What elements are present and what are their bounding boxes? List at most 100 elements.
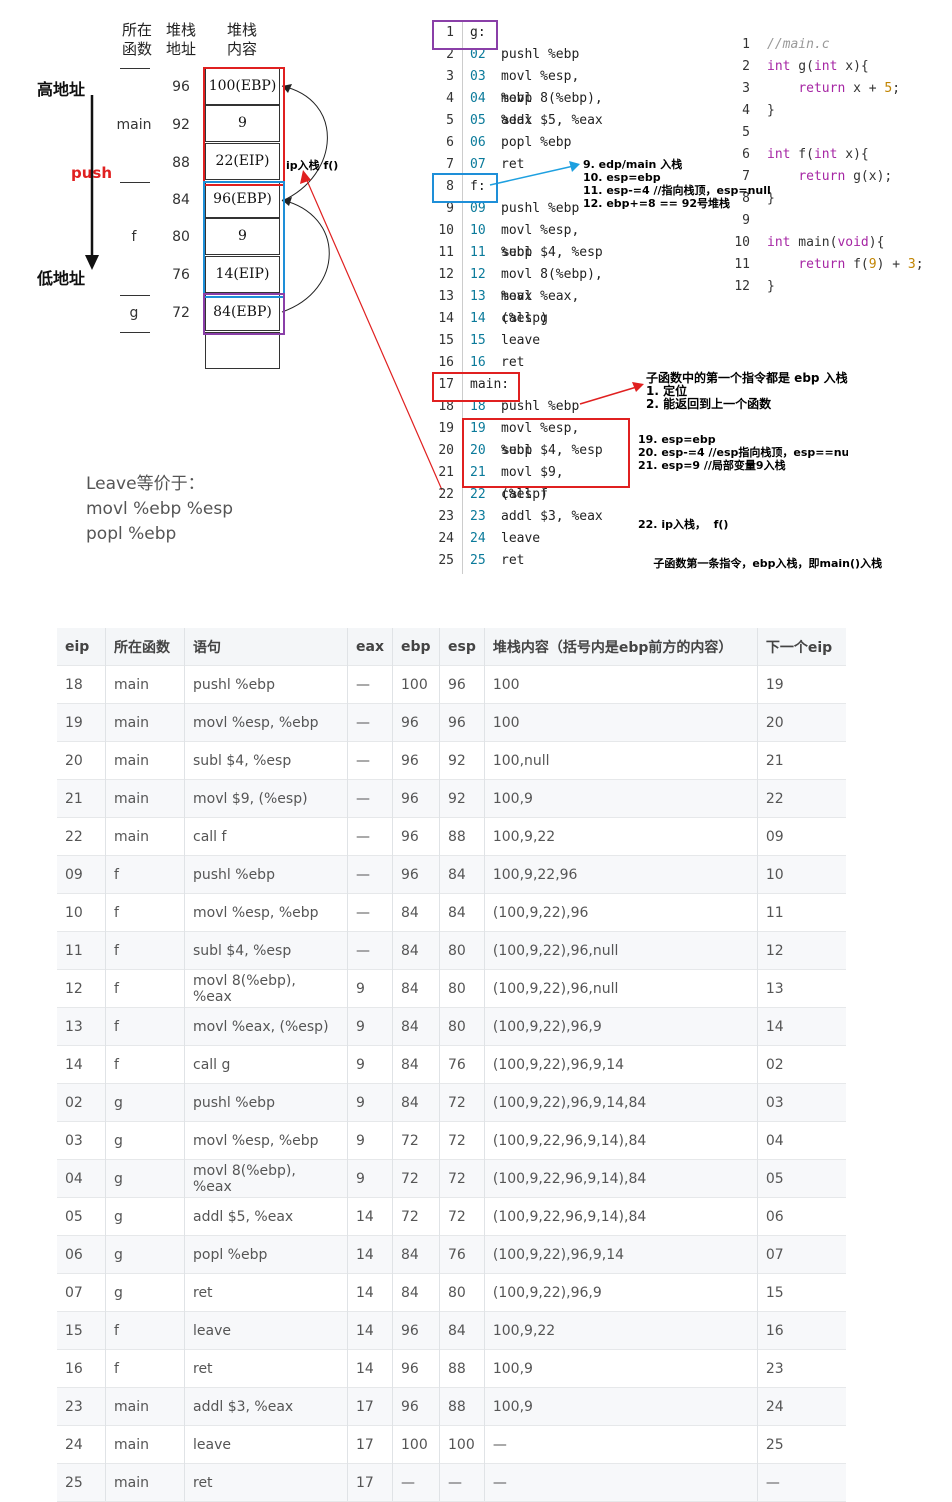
g-label-box <box>432 20 498 50</box>
line-number: 10 <box>734 235 750 250</box>
column-header: eax <box>347 628 393 666</box>
table-cell: 96 <box>392 1387 440 1426</box>
table-cell: 84 <box>392 1007 440 1046</box>
line-number: 25 <box>438 553 454 568</box>
table-cell: 20 <box>757 703 846 742</box>
high-address-label: 高地址 <box>37 80 86 99</box>
table-cell: main <box>105 779 185 818</box>
table-cell: 92 <box>439 741 485 780</box>
table-cell: main <box>105 1463 185 1502</box>
low-address-label: 低地址 <box>37 269 86 288</box>
instruction: pushl %ebp <box>501 399 580 414</box>
instruction: call g <box>501 311 548 326</box>
table-cell: 84 <box>439 1311 485 1350</box>
table-cell: 100 <box>484 703 758 742</box>
instruction-number: 03 <box>470 69 486 84</box>
line-number: 20 <box>438 443 454 458</box>
instruction: addl $5, %eax <box>501 113 603 128</box>
table-cell: (100,9,22,96,9,14),84 <box>484 1159 758 1198</box>
line-number: 19 <box>438 421 454 436</box>
table-cell: 05 <box>757 1159 846 1198</box>
instruction: pushl %ebp <box>501 201 580 216</box>
table-cell: 19 <box>57 703 106 742</box>
table-cell: 80 <box>439 931 485 970</box>
table-cell: 14 <box>347 1349 393 1388</box>
table-cell: 76 <box>439 1235 485 1274</box>
func-label-f: f <box>131 229 137 245</box>
table-cell: pushl %ebp <box>184 665 348 704</box>
table-cell: 96 <box>439 665 485 704</box>
table-cell: f <box>105 855 185 894</box>
table-cell: 96 <box>439 703 485 742</box>
table-cell: f <box>105 1007 185 1046</box>
table-cell: 14 <box>57 1045 106 1084</box>
line-number: 23 <box>438 509 454 524</box>
call-note: 22. ip入栈， f() 子函数第一条指令，ebp入栈，即main()入栈 <box>638 518 883 570</box>
line-number: 5 <box>446 113 454 128</box>
c-code: int f(int x){ <box>767 147 869 162</box>
instruction: movl 8(%ebp), %eax <box>501 91 603 128</box>
asm-label: f: <box>470 179 486 194</box>
instruction: movl %esp, %ebp <box>501 421 580 458</box>
column-header: 下一个eip <box>757 628 846 666</box>
table-cell: 72 <box>392 1197 440 1236</box>
table-cell: 96 <box>392 855 440 894</box>
instruction-number: 21 <box>470 465 486 480</box>
table-cell: (100,9,22),96,null <box>484 969 758 1008</box>
table-cell: (100,9,22,96,9,14),84 <box>484 1197 758 1236</box>
code-gutter-divider <box>462 22 463 574</box>
table-cell: main <box>105 1387 185 1426</box>
divider <box>120 182 150 183</box>
table-cell: 23 <box>57 1387 106 1426</box>
line-number: 4 <box>446 91 454 106</box>
instruction: leave <box>501 531 541 546</box>
table-cell: 72 <box>439 1121 485 1160</box>
instruction-number: 16 <box>470 355 486 370</box>
table-cell: subl $4, %esp <box>184 741 348 780</box>
table-cell: 88 <box>439 817 485 856</box>
table-cell: — <box>347 931 393 970</box>
table-cell: movl %esp, %ebp <box>184 1121 348 1160</box>
addr-84: 84 <box>172 192 190 208</box>
table-cell: 72 <box>439 1083 485 1122</box>
table-cell: 14 <box>347 1311 393 1350</box>
table-cell: 05 <box>57 1197 106 1236</box>
instruction-number: 05 <box>470 113 486 128</box>
asm-label: main: <box>470 377 510 392</box>
table-cell: call f <box>184 817 348 856</box>
table-cell: g <box>105 1235 185 1274</box>
table-cell: f <box>105 931 185 970</box>
table-cell: 100,null <box>484 741 758 780</box>
table-cell: — <box>347 741 393 780</box>
table-cell: 80 <box>439 1273 485 1312</box>
table-cell: 15 <box>757 1273 846 1312</box>
asm-line: 5 05 addl $5, %eax <box>432 110 612 132</box>
table-cell: 100,9,22,96 <box>484 855 758 894</box>
table-cell: addl $3, %eax <box>184 1387 348 1426</box>
table-cell: g <box>105 1159 185 1198</box>
table-cell: — <box>484 1425 758 1464</box>
column-header: eip <box>57 628 106 666</box>
table-cell: 06 <box>757 1197 846 1236</box>
table-cell: 100 <box>484 665 758 704</box>
table-cell: 18 <box>57 665 106 704</box>
column-header: esp <box>439 628 485 666</box>
table-cell: 96 <box>392 741 440 780</box>
table-cell: 84 <box>392 969 440 1008</box>
table-cell: 84 <box>392 931 440 970</box>
addr-96: 96 <box>172 79 190 95</box>
table-cell: 84 <box>439 855 485 894</box>
asm-label: g: <box>470 25 486 40</box>
